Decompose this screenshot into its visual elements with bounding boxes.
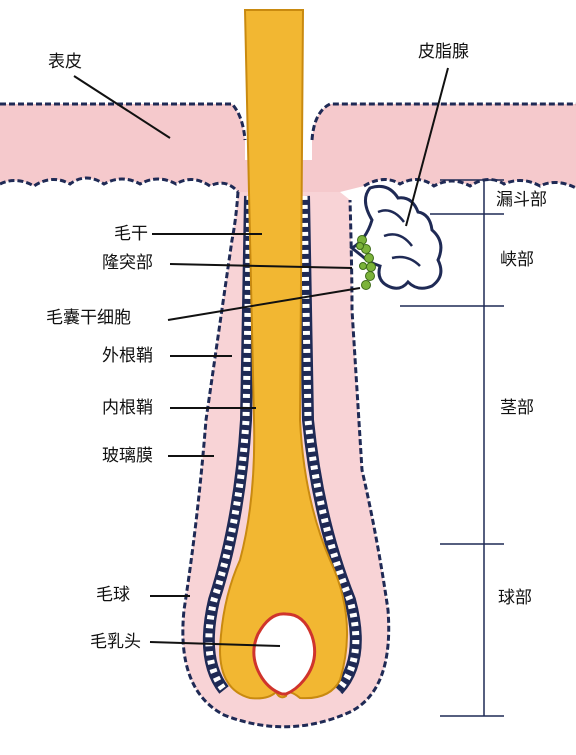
label-follicle-stem-cells: 毛囊干细胞 [46, 308, 131, 328]
label-bulge: 隆突部 [102, 253, 153, 273]
label-hair-shaft: 毛干 [114, 224, 148, 244]
label-bulb-segment: 球部 [498, 588, 532, 608]
label-dermal-papilla: 毛乳头 [90, 632, 141, 652]
label-hair-bulb: 毛球 [96, 585, 130, 605]
label-outer-root-sheath: 外根鞘 [102, 346, 153, 366]
label-infundibulum: 漏斗部 [496, 190, 547, 210]
label-epidermis: 表皮 [48, 52, 82, 72]
label-sebaceous-gland: 皮脂腺 [418, 42, 469, 62]
label-glassy-membrane: 玻璃膜 [102, 446, 153, 466]
label-isthmus: 峡部 [500, 250, 534, 270]
label-inner-root-sheath: 内根鞘 [102, 398, 153, 418]
label-stem-segment: 茎部 [500, 398, 534, 418]
